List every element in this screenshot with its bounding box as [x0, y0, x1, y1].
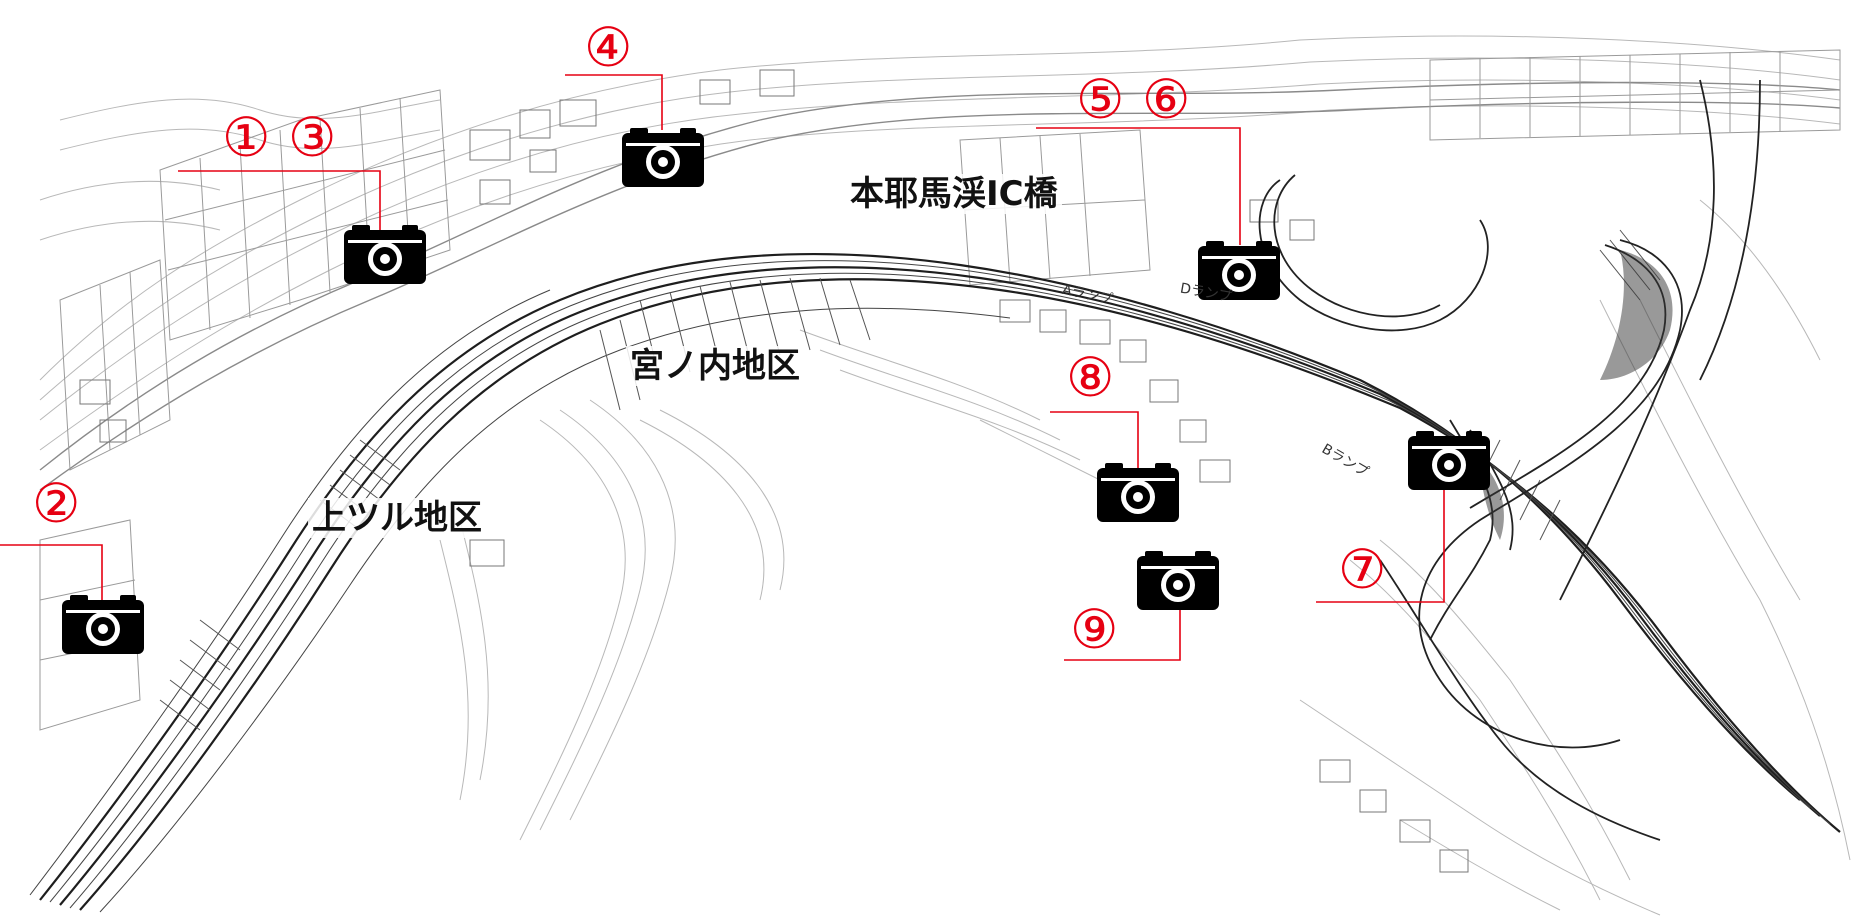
label-kamitsuru: 上ツル地区	[308, 498, 486, 538]
label-ic-bridge: 本耶馬渓IC橋	[846, 174, 1062, 214]
photo-point-9: ⑨	[1070, 598, 1119, 661]
label-miyanouchi: 宮ノ内地区	[626, 346, 804, 386]
camera-icon	[1408, 431, 1490, 490]
camera-icon	[344, 225, 426, 284]
photo-point-cameras	[62, 128, 1490, 654]
camera-icon	[1097, 463, 1179, 522]
photo-point-1: ①	[222, 106, 271, 169]
terrain-contours	[39, 35, 1851, 916]
camera-icon	[1137, 551, 1219, 610]
interchange-hatch	[1480, 250, 1673, 540]
photo-point-8: ⑧	[1066, 346, 1115, 409]
photo-point-2: ②	[32, 472, 81, 535]
camera-icon	[1198, 241, 1280, 300]
photo-point-6: ⑥	[1142, 68, 1191, 131]
photo-point-3: ③	[288, 106, 337, 169]
photo-point-4: ④	[584, 16, 633, 79]
highway-alignment	[29, 229, 1841, 913]
photo-point-5: ⑤	[1076, 68, 1125, 131]
camera-icon	[62, 595, 144, 654]
photo-point-leaders	[0, 74, 1445, 661]
photo-point-7: ⑦	[1338, 538, 1387, 601]
camera-icon	[622, 128, 704, 187]
